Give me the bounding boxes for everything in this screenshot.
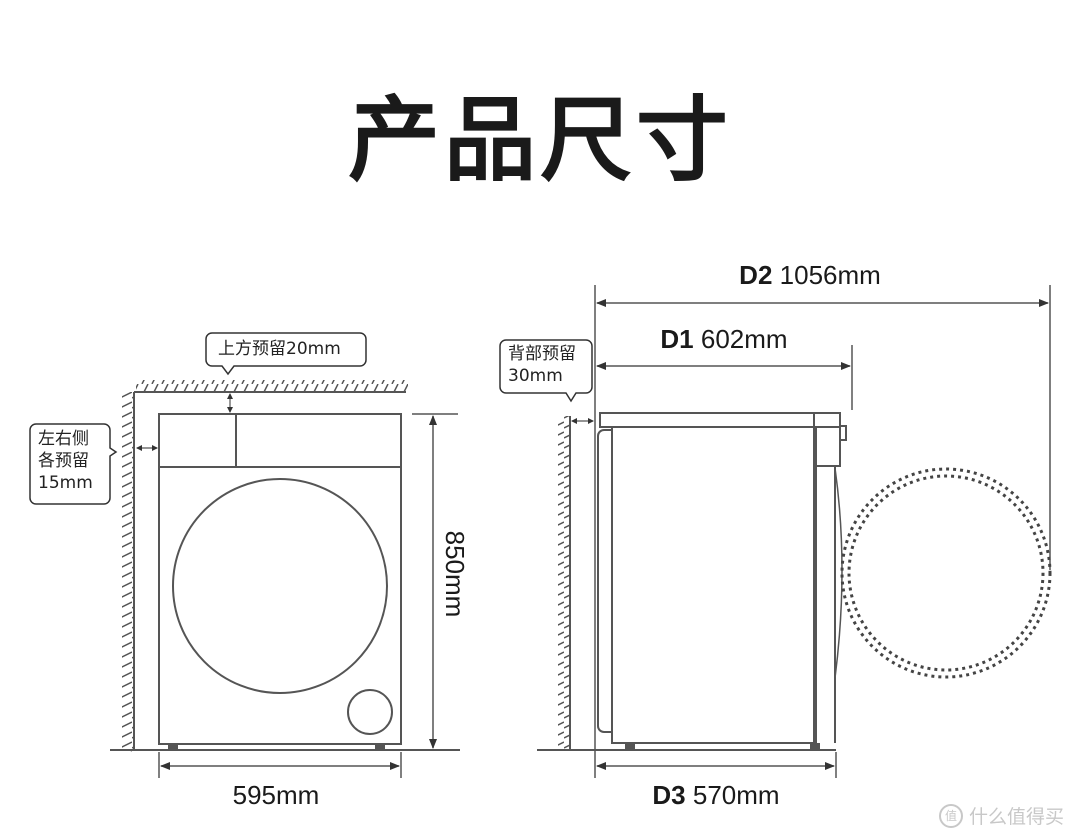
back-clearance-line-1: 背部预留: [508, 344, 576, 364]
watermark-text: 什么值得买: [968, 806, 1064, 828]
d1-label: D1 602mm: [660, 324, 787, 354]
top-clearance-label: 上方预留20mm: [218, 339, 341, 359]
watermark-badge-icon: 值: [938, 803, 963, 828]
side-view: [499, 285, 1052, 778]
back-clearance-label: 背部预留 30mm: [508, 343, 576, 387]
page-title: 产品尺寸: [347, 87, 732, 194]
height-label: 850mm: [440, 531, 470, 618]
back-clearance-line-2: 30mm: [508, 366, 563, 386]
d2-label: D2 1056mm: [739, 260, 881, 290]
side-clearance-line-1: 左右侧: [38, 429, 89, 449]
side-clearance-label: 左右侧 各预留 15mm: [38, 428, 93, 494]
d3-label: D3 570mm: [652, 780, 779, 810]
front-view: [29, 332, 460, 778]
width-label: 595mm: [233, 780, 320, 810]
side-clearance-line-2: 各预留: [38, 451, 89, 471]
watermark: 值 什么值得买: [938, 802, 1064, 829]
side-clearance-line-3: 15mm: [38, 473, 93, 493]
